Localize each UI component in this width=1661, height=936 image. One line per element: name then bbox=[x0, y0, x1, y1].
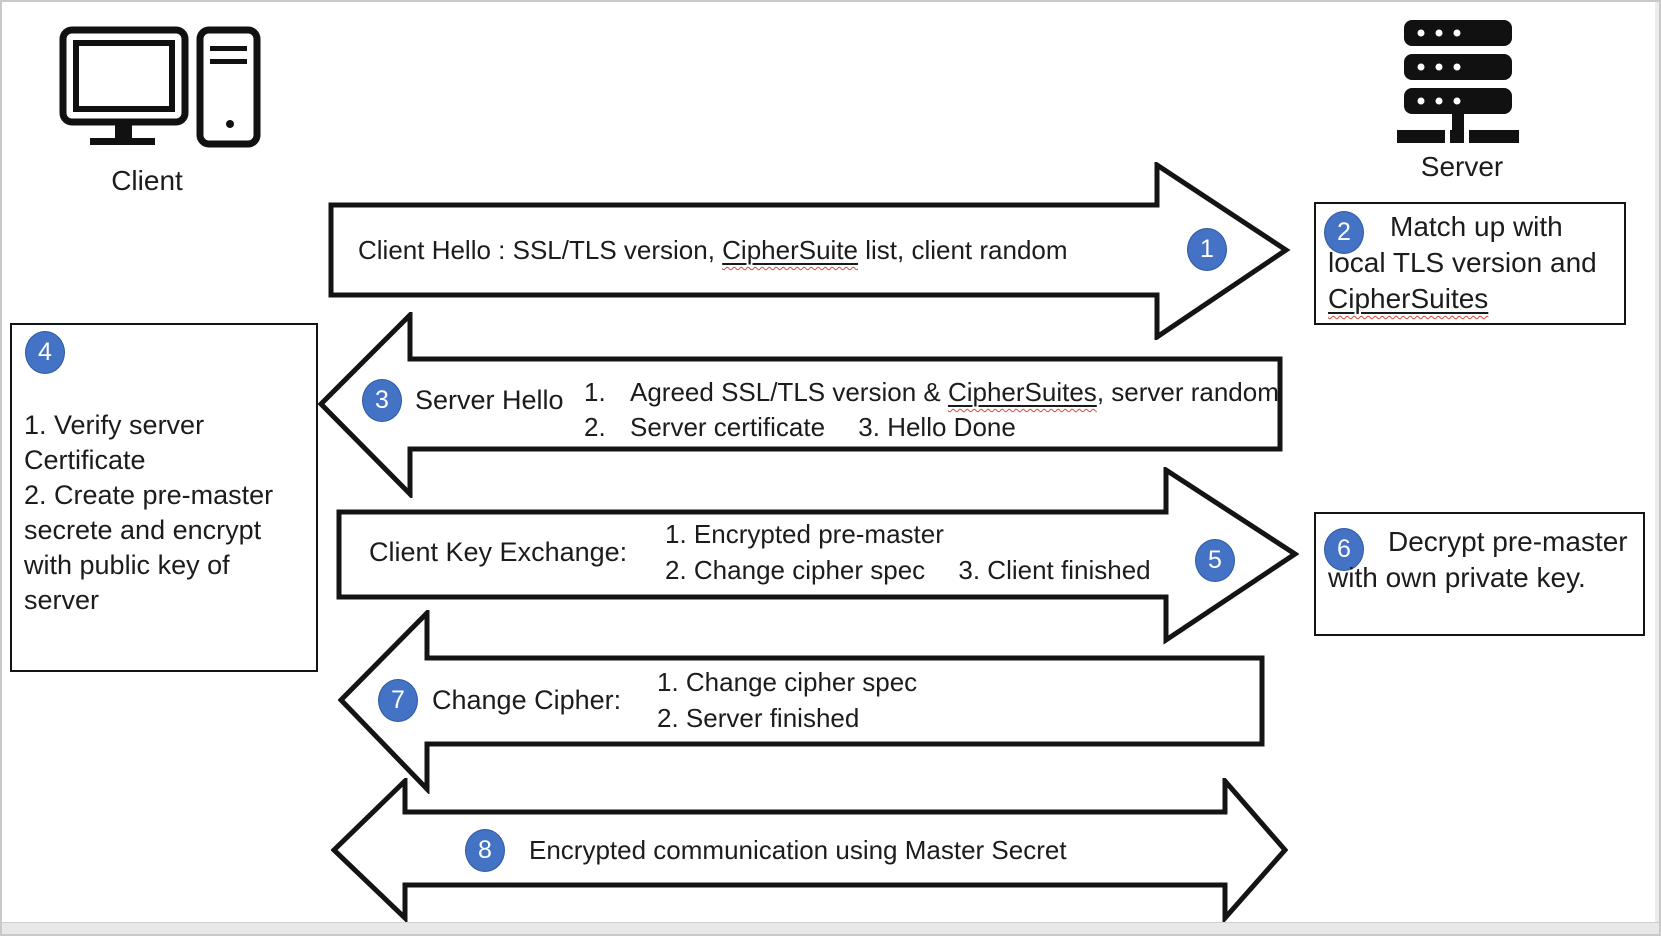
list-item: 2. Server certificate 3. Hello Done bbox=[584, 412, 1016, 442]
server-icon bbox=[1397, 20, 1519, 143]
spellcheck-underline: CipherSuites bbox=[947, 377, 1097, 407]
slide-bottom-edge bbox=[2, 922, 1659, 934]
arrow-encrypted-communication bbox=[331, 778, 1288, 922]
list-item: 2. Change cipher spec 3. Client finished bbox=[665, 555, 1151, 585]
arrow-client-key-exchange bbox=[336, 467, 1299, 645]
note-box-4-item: 1. Verify server Certificate bbox=[24, 410, 205, 475]
step-badge-7: 7 bbox=[378, 679, 418, 722]
arrow-change-cipher-label: Change Cipher: bbox=[432, 685, 622, 715]
arrow-client-hello-text: Client Hello : SSL/TLS version, CipherSu… bbox=[358, 235, 1068, 265]
note-box-2 bbox=[1314, 202, 1626, 325]
client-label: Client bbox=[111, 165, 183, 196]
arrow-change-cipher bbox=[338, 610, 1265, 794]
client-computer-icon bbox=[59, 26, 261, 148]
note-box-4 bbox=[10, 323, 318, 672]
slide-right-edge bbox=[1655, 2, 1659, 934]
arrow-server-hello-items: 1. Agreed SSL/TLS version & CipherSuites… bbox=[584, 375, 1279, 445]
step-badge-6: 6 bbox=[1324, 528, 1364, 571]
note-box-6-text: Decrypt pre-master with own private key. bbox=[1328, 526, 1628, 593]
spellcheck-underline: CipherSuites bbox=[1328, 283, 1489, 314]
step-badge-5: 5 bbox=[1195, 539, 1235, 582]
spellcheck-underline: CipherSuite bbox=[722, 235, 859, 265]
list-item: 1. Agreed SSL/TLS version & CipherSuites… bbox=[584, 377, 1279, 407]
list-item: 2. Server finished bbox=[657, 703, 860, 733]
list-item: 1. Change cipher spec bbox=[657, 667, 918, 697]
note-box-6 bbox=[1314, 512, 1645, 636]
arrow-server-hello bbox=[318, 312, 1283, 498]
step-badge-3: 3 bbox=[362, 379, 402, 422]
arrow-client-key-exchange-items: 1. Encrypted pre-master 2. Change cipher… bbox=[665, 516, 1151, 588]
arrow-change-cipher-items: 1. Change cipher spec 2. Server finished bbox=[657, 664, 917, 736]
arrow-client-hello bbox=[328, 162, 1291, 340]
note-box-4-item: 2. Create pre-master secrete and encrypt… bbox=[24, 480, 274, 615]
arrow-server-hello-label: Server Hello bbox=[415, 385, 564, 415]
note-box-4-text: 1. Verify server Certificate 2. Create p… bbox=[24, 408, 304, 618]
arrow-encrypted-communication-text: Encrypted communication using Master Sec… bbox=[529, 835, 1067, 865]
step-badge-1: 1 bbox=[1187, 228, 1227, 271]
note-box-2-text: Match up with local TLS version and Ciph… bbox=[1328, 211, 1597, 314]
list-item: 1. Encrypted pre-master bbox=[665, 519, 944, 549]
server-label: Server bbox=[1420, 151, 1504, 182]
arrow-client-key-exchange-label: Client Key Exchange: bbox=[369, 537, 628, 567]
step-badge-2: 2 bbox=[1324, 211, 1364, 254]
step-badge-8: 8 bbox=[465, 829, 505, 872]
step-badge-4: 4 bbox=[25, 331, 65, 374]
